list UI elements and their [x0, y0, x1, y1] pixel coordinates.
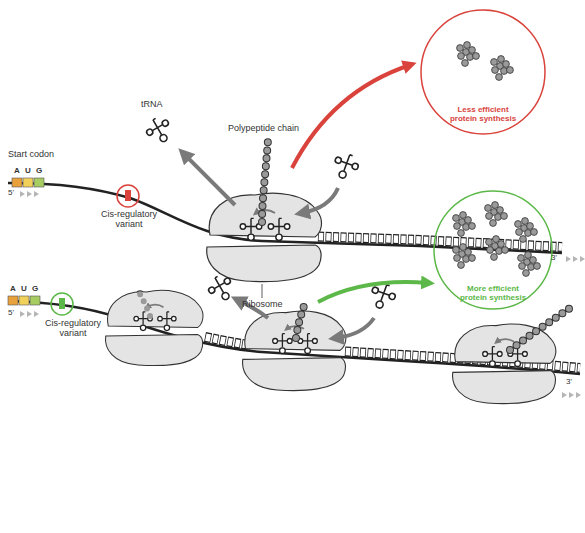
polypeptide-chain — [262, 140, 268, 222]
direction-chevrons — [20, 311, 39, 317]
variant-marker — [117, 185, 139, 207]
direction-chevrons — [20, 191, 39, 197]
ribosome-symbol — [105, 290, 203, 365]
circle-outline — [421, 10, 545, 134]
codon-base — [12, 178, 22, 187]
outcome-circle: More efficient protein synthesis — [433, 190, 553, 310]
end-label: 5' — [8, 309, 14, 318]
end-label: 3' — [551, 254, 557, 263]
part-label: Start codon — [8, 150, 54, 160]
variant-base — [125, 190, 131, 201]
end-label: 3' — [566, 378, 572, 387]
outcome-arrow — [292, 65, 410, 168]
codon-ladder — [205, 337, 250, 345]
polypeptide-chain — [262, 140, 268, 222]
trna-exit-arrow — [184, 154, 235, 205]
protein-symbol — [486, 236, 509, 261]
outcome-circle: Less efficient protein synthesis — [420, 9, 546, 135]
circle-outline — [434, 191, 552, 309]
polypeptide-chain — [296, 306, 304, 338]
protein-symbol — [453, 244, 476, 269]
polypeptide-chain — [510, 308, 570, 350]
trna-entry-arrow — [336, 318, 374, 338]
outcome-arrow — [318, 282, 428, 302]
outcome-text: Less efficient protein synthesis — [443, 105, 523, 123]
codon-base — [34, 178, 44, 187]
trna-symbol — [330, 151, 361, 182]
ribosome-symbol — [453, 324, 556, 404]
base-letter: G — [32, 285, 38, 294]
codon-base — [30, 296, 40, 305]
protein-symbol — [515, 218, 538, 243]
trna-entry-arrow — [302, 188, 338, 213]
base-letter: A — [10, 285, 16, 294]
direction-chevrons — [562, 392, 581, 398]
outcome-text: More efficient protein synthesis — [453, 284, 533, 302]
trna-symbol — [143, 114, 176, 147]
base-letter: G — [36, 167, 42, 176]
codon-base — [19, 296, 29, 305]
end-label: 5' — [8, 189, 14, 198]
codon-base — [8, 296, 18, 305]
protein-symbol — [453, 212, 476, 237]
part-label: Ribosome — [242, 300, 283, 310]
part-label: Polypeptide chain — [228, 124, 299, 134]
base-letter: U — [25, 167, 31, 176]
part-label: Cis-regulatory variant — [40, 319, 106, 339]
leader-line — [262, 284, 263, 298]
protein-symbol — [518, 252, 541, 277]
protein-symbol — [491, 56, 514, 81]
protein-symbol — [485, 202, 508, 227]
ribosome-symbol — [243, 311, 346, 391]
base-letter: U — [21, 285, 27, 294]
polypeptide-chain — [296, 306, 304, 338]
part-label: tRNA — [141, 100, 163, 110]
variant-marker — [51, 293, 73, 315]
base-letter: A — [14, 167, 20, 176]
variant-base — [59, 298, 65, 309]
direction-chevrons — [566, 256, 585, 262]
codon-base — [23, 178, 33, 187]
trna-symbol — [205, 272, 238, 305]
polypeptide-chain — [138, 290, 150, 316]
part-label: Cis-regulatory variant — [96, 210, 162, 230]
codon-ladder — [205, 337, 250, 345]
polypeptide-chain — [510, 308, 570, 350]
protein-symbol — [457, 42, 480, 67]
